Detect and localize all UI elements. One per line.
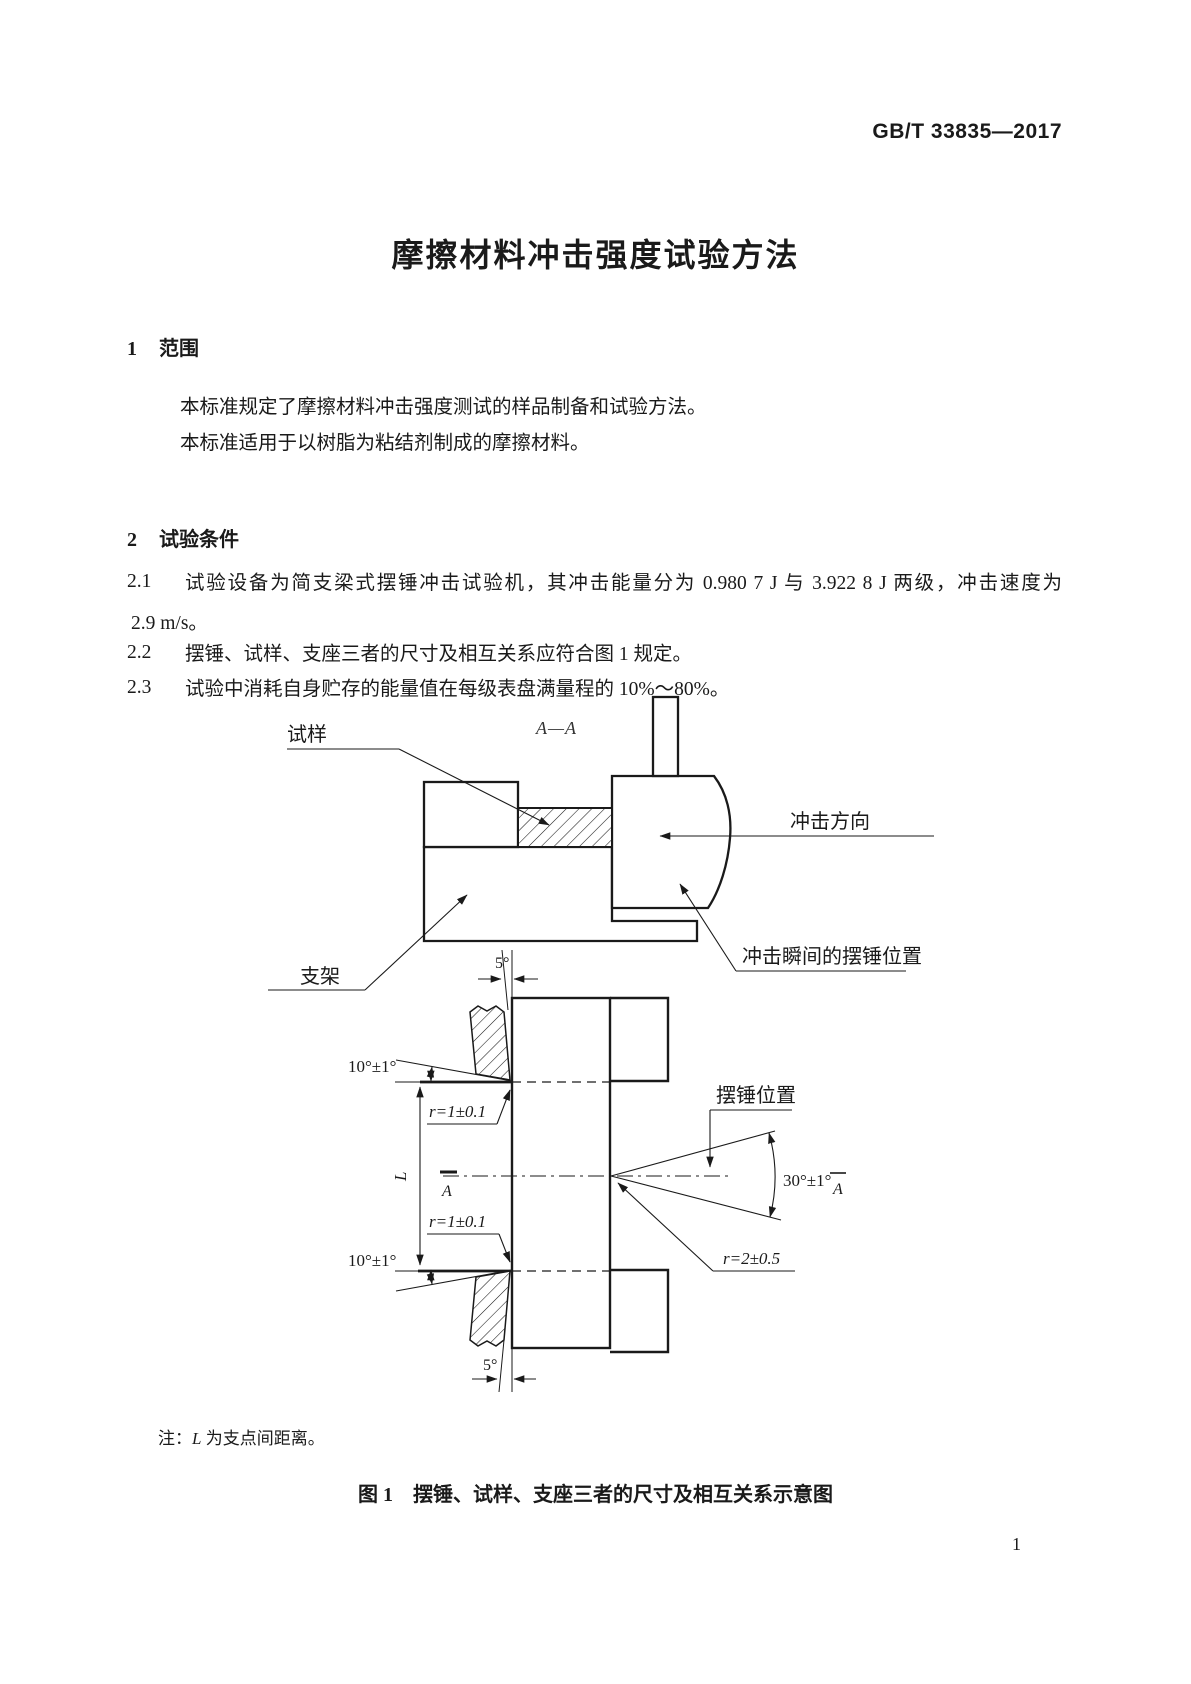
upper-support-wedge (469, 1005, 511, 1081)
clause-2-3-number: 2.3 (127, 677, 152, 698)
hammer-at-impact-label: 冲击瞬间的摆锤位置 (742, 945, 922, 968)
pendulum-hammer-outline (610, 774, 732, 910)
specimen-label: 试样 (287, 723, 327, 746)
span-L-dim: L (391, 1086, 424, 1266)
section-2-number: 2 (127, 529, 137, 551)
datum-a-left-label: A (441, 1183, 452, 1200)
span-L-label: L (391, 1172, 410, 1182)
hammer-at-impact-callout: 冲击瞬间的摆锤位置 (679, 883, 922, 972)
support-frame-label: 支架 (300, 965, 340, 988)
angle-5-top-dim: 5° (478, 949, 538, 1011)
standard-number: GB/T 33835—2017 (872, 120, 1062, 143)
impact-direction-callout: 冲击方向 (659, 810, 934, 840)
r2-callout: r=2±0.5 (617, 1182, 795, 1272)
note-symbol: L (192, 1429, 202, 1448)
datum-a-right-label: A (832, 1181, 843, 1198)
upper-right-anvil (610, 996, 670, 1083)
figure-caption: 图 1 摆锤、试样、支座三者的尺寸及相互关系示意图 (358, 1484, 833, 1506)
hammer-position-label: 摆锤位置 (716, 1084, 796, 1107)
section-2-title: 试验条件 (159, 529, 239, 551)
r1-bottom-label: r=1±0.1 (429, 1212, 486, 1231)
figure-note: 注：L 为支点间距离。 (158, 1424, 325, 1449)
note-text: 为支点间距离。 (201, 1429, 325, 1448)
impact-direction-label: 冲击方向 (790, 810, 870, 833)
angle-10-top-label: 10°±1° (348, 1057, 396, 1076)
section-view-a-a: A—A 试样 支架 (268, 695, 934, 991)
angle-5-top-label: 5° (495, 955, 509, 972)
clause-2-2-text: 摆锤、试样、支座三者的尺寸及相互关系应符合图 1 规定。 (185, 644, 693, 665)
section-1-title: 范围 (159, 338, 199, 360)
specimen-callout: 试样 (287, 723, 550, 826)
document-title: 摩擦材料冲击强度试验方法 (391, 237, 800, 273)
angle-5-bottom-dim: 5° (472, 1339, 536, 1393)
angle-10-bottom-dim: 10°±1° (348, 1251, 513, 1292)
r2-label: r=2±0.5 (723, 1249, 780, 1268)
support-frame-callout: 支架 (268, 894, 468, 991)
angle-30-label: 30°±1° (783, 1171, 831, 1190)
section-2-heading: 2 试验条件 (127, 523, 239, 552)
clause-2-2-number: 2.2 (127, 642, 152, 663)
clause-2-1-continuation: 2.9 m/s。 (131, 613, 208, 634)
r1-bottom-callout: r=1±0.1 (427, 1212, 511, 1263)
clause-2-1-text: 试验设备为简支梁式摆锤冲击试验机，其冲击能量分为 0.980 7 J 与 3.9… (185, 573, 1062, 594)
r1-top-label: r=1±0.1 (429, 1102, 486, 1121)
clause-2-3-text: 试验中消耗自身贮存的能量值在每级表盘满量程的 10%～80%。 (185, 679, 730, 700)
note-prefix: 注： (158, 1429, 192, 1448)
page-number: 1 (1012, 1534, 1021, 1554)
angle-10-bottom-label: 10°±1° (348, 1251, 396, 1270)
r1-top-callout: r=1±0.1 (427, 1089, 511, 1125)
section-view-label: A—A (535, 718, 577, 738)
paragraph-scope-2: 本标准适用于以树脂为粘结剂制成的摩擦材料。 (180, 433, 590, 454)
support-block (422, 780, 520, 849)
section-1-heading: 1 范围 (127, 332, 199, 361)
section-1-number: 1 (127, 338, 137, 360)
front-view: 10°±1° 10°±1° r=1±0.1 r=1±0.1 (348, 949, 846, 1393)
hammer-position-callout: 摆锤位置 (706, 1084, 796, 1168)
angle-10-top-dim: 10°±1° (348, 1057, 513, 1082)
clause-2-1-number: 2.1 (127, 571, 152, 592)
specimen-front (510, 996, 612, 1350)
paragraph-scope-1: 本标准规定了摩擦材料冲击强度测试的样品制备和试验方法。 (180, 397, 707, 418)
lower-support-wedge (469, 1270, 511, 1347)
pendulum-swing-dim: 30°±1° A (610, 1130, 846, 1221)
centre-line: A (440, 1170, 728, 1200)
angle-5-bottom-label: 5° (483, 1357, 497, 1374)
pendulum-stem (651, 695, 680, 778)
lower-right-anvil (610, 1268, 670, 1354)
specimen-section-hatched (517, 807, 613, 848)
